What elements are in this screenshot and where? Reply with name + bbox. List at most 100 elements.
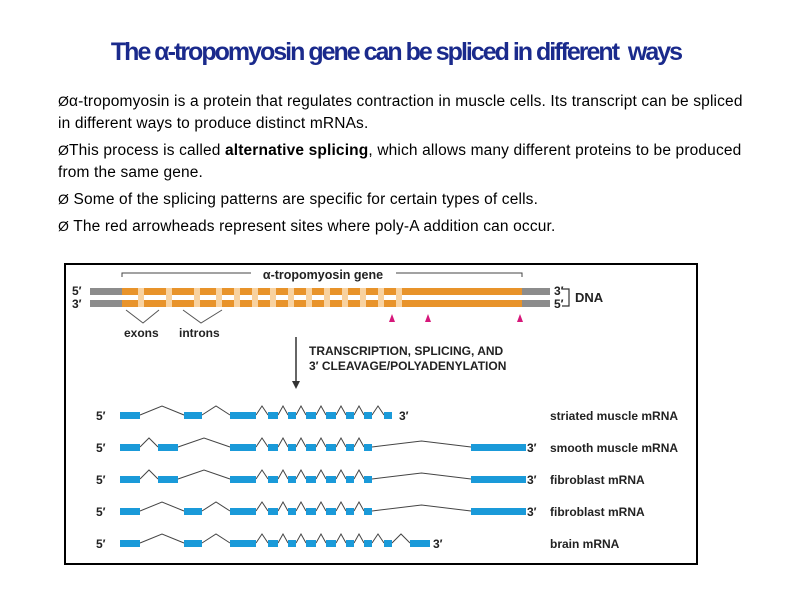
mrna-exon [120,476,140,483]
exon-stripe [166,288,172,307]
mrna-exon [364,444,372,451]
mrna-exon [471,508,526,515]
mrna-exon [364,412,372,419]
intron-line [315,468,327,480]
mrna-three-prime: 3′ [433,537,443,551]
bullet-text: Some of the splicing patterns are specif… [69,191,539,208]
intron-line [315,532,327,544]
mrna-exon [326,540,336,547]
mrna-exon [184,540,202,547]
intron-line [139,501,185,512]
bullet-text: α-tropomyosin is a protein that regulate… [58,93,743,132]
mrna-row: 5′3′smooth muscle mRNA [96,436,678,455]
mrna-exon [364,476,372,483]
exons-label: exons [124,326,159,340]
mrna-exon [384,412,392,419]
introns-label: introns [179,326,220,340]
mrna-exon [326,476,336,483]
dna-bracket [562,288,570,307]
intron-line [335,436,347,448]
mrna-exon [306,540,316,547]
exon-stripe [252,288,258,307]
mrna-exon [288,508,296,515]
intron-line [201,405,231,416]
intron-line [255,469,269,480]
intron-line [353,404,365,416]
mrna-row: 5′3′striated muscle mRNA [96,404,678,423]
mrna-exon [306,444,316,451]
mrna-exon [158,476,178,483]
mrna-exon [346,476,354,483]
intron-line [295,468,307,480]
polya-arrowhead-2 [425,314,431,322]
flank-3-bottom [522,300,550,307]
gene-strand-top [122,288,522,295]
intron-line [139,405,185,416]
mrna-exon [288,412,296,419]
intron-line [371,440,472,448]
intron-line [255,405,269,416]
splicing-figure: α-tropomyosin gene 5′ 3′ 3′ 5′ DNA exons… [64,263,698,565]
mrna-exon [326,444,336,451]
dna-five-prime-bottom: 5′ [554,297,564,311]
mrna-five-prime: 5′ [96,409,106,423]
mrna-exon [268,412,278,419]
intron-line [295,532,307,544]
mrna-label: smooth muscle mRNA [550,441,678,455]
intron-line [277,468,289,480]
mrna-exon [288,476,296,483]
mrna-exon [326,412,336,419]
intron-line [315,436,327,448]
exon-stripe [324,288,330,307]
intron-line [177,437,231,448]
intron-line [353,436,365,448]
mrna-exon [120,444,140,451]
mrna-five-prime: 5′ [96,473,106,487]
bullet-arrow-icon: Ø [58,93,70,109]
bullet-item: Øα-tropomyosin is a protein that regulat… [58,90,748,135]
intron-line [295,404,307,416]
splicing-diagram: α-tropomyosin gene 5′ 3′ 3′ 5′ DNA exons… [72,268,678,551]
mrna-exon [346,508,354,515]
slide-title: The α-tropomyosin gene can be spliced in… [110,38,683,66]
exon-stripe [360,288,366,307]
exon-stripe [342,288,348,307]
intron-line [315,404,327,416]
intron-line [371,504,472,512]
mrna-exon [306,476,316,483]
mrna-five-prime: 5′ [96,505,106,519]
mrna-exon [306,508,316,515]
mrna-exon [346,412,354,419]
mrna-exon [120,412,140,419]
mrna-exon [230,444,256,451]
mrna-three-prime: 3′ [527,473,537,487]
intron-line [277,404,289,416]
mrna-exon [364,508,372,515]
mrna-exon [268,540,278,547]
mrna-exon [288,540,296,547]
bullet-arrow-icon: Ø [58,218,70,234]
bullet-emphasis: alternative splicing [224,142,369,159]
mrna-three-prime: 3′ [399,409,409,423]
gene-strand-bottom [122,300,522,307]
mrna-row: 5′3′fibroblast mRNA [96,468,645,487]
mrna-label: brain mRNA [550,537,620,551]
mrna-exon [158,444,178,451]
exon-stripe [270,288,276,307]
process-arrow-head [292,381,300,389]
exon-stripe [216,288,222,307]
exon-stripe [234,288,240,307]
mrna-exon [346,540,354,547]
mrna-exon [230,476,256,483]
gene-bracket [121,272,523,277]
intron-line [295,436,307,448]
bullet-list: Øα-tropomyosin is a protein that regulat… [58,90,748,242]
mrna-three-prime: 3′ [527,441,537,455]
exon-stripes [138,288,402,307]
mrna-five-prime: 5′ [96,537,106,551]
intron-line [335,404,347,416]
polya-arrowhead-1 [389,314,395,322]
introns-pointer [182,309,223,324]
intron-line [139,437,159,448]
